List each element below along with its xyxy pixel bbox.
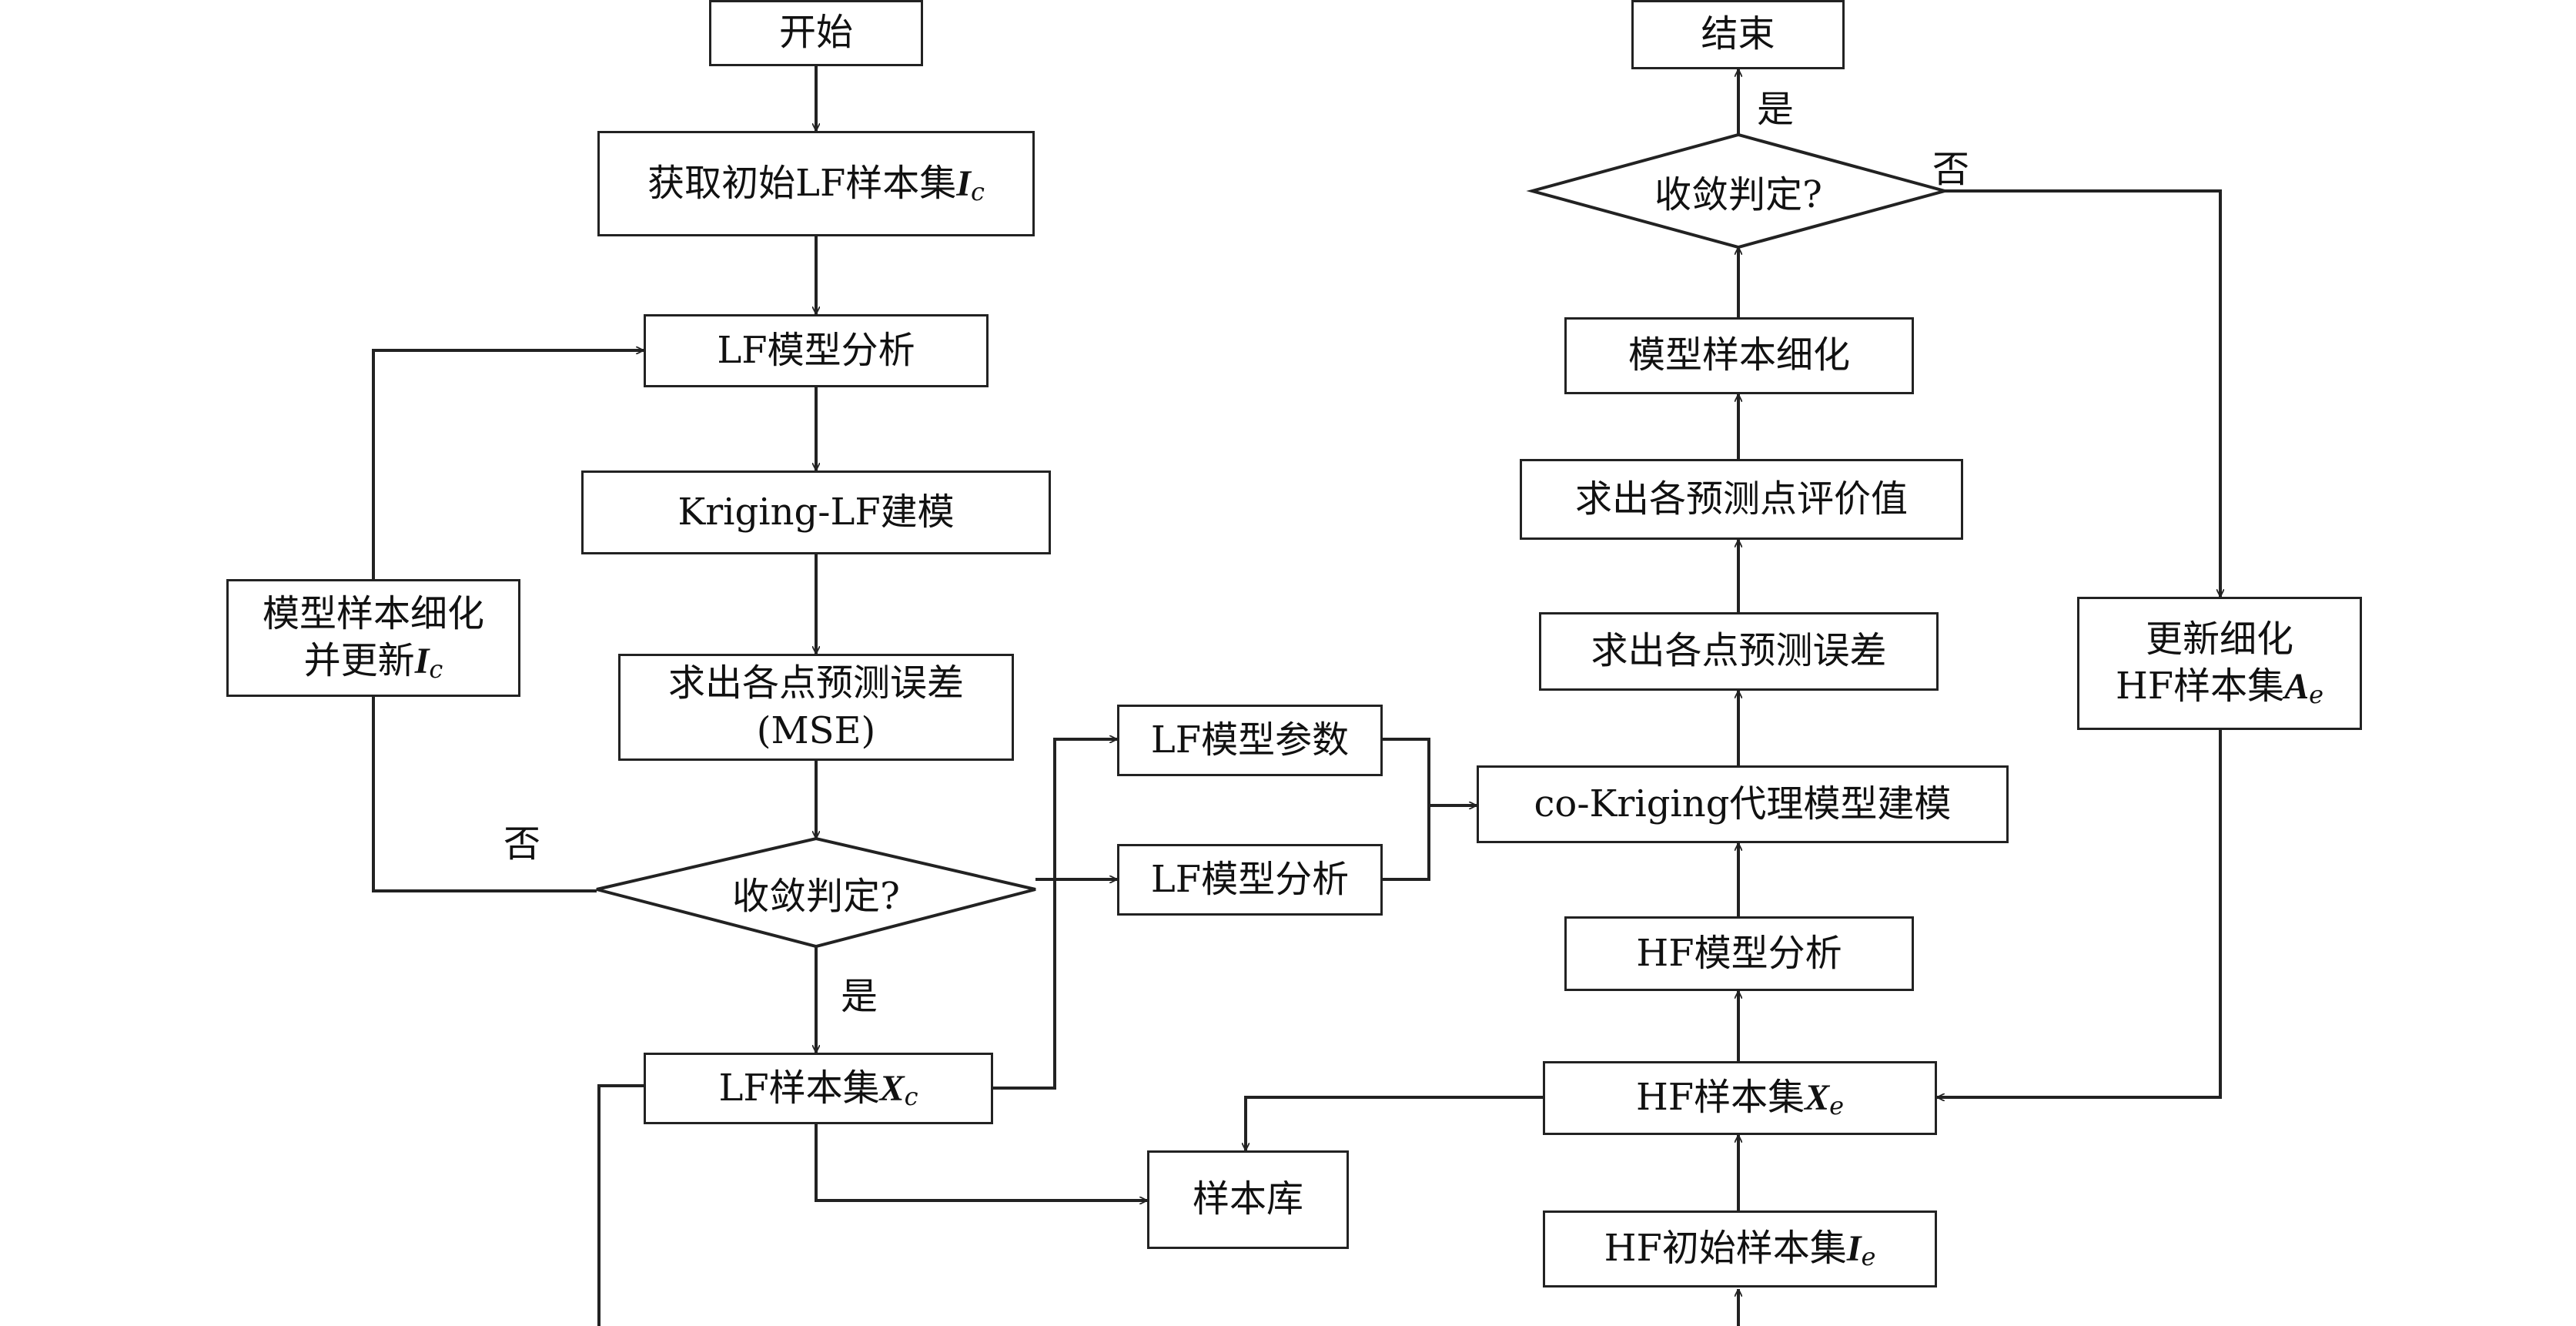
arrow-refine-to-lf-analysis	[372, 350, 644, 579]
get-initial-lf-box: 获取初始LF样本集Ic	[597, 131, 1035, 236]
arrow-hf-set-to-sample-lib	[1246, 1096, 1543, 1150]
lf-yes-label: 是	[841, 975, 878, 1018]
lf-mse-label: 求出各点预测误差(MSE)	[667, 661, 964, 752]
lf-params-label: LF模型参数	[1150, 718, 1350, 762]
hf-initial-box: HF初始样本集Ie	[1543, 1210, 1937, 1287]
end-label: 结束	[1701, 12, 1775, 56]
arrow-params-to-cokriging	[1383, 738, 1477, 805]
arrow-lf-set-to-sample-lib	[815, 1124, 1147, 1200]
end-box: 结束	[1631, 0, 1845, 69]
arrow-update-to-hf-set	[1937, 730, 2222, 1097]
lf-refine-box: 模型样本细化并更新Ic	[226, 579, 520, 697]
hf-yes-label: 是	[1757, 88, 1795, 131]
hf-refine-label: 模型样本细化	[1628, 333, 1850, 377]
lf-sample-set-label: LF样本集Xc	[718, 1066, 918, 1111]
get-initial-lf-label: 获取初始LF样本集Ic	[647, 161, 985, 206]
lf-sample-set-box: LF样本集Xc	[644, 1053, 993, 1124]
hf-analysis-label: HF模型分析	[1636, 931, 1842, 975]
lf-analysis-2-label: LF模型分析	[1150, 857, 1350, 901]
lf-no-label: 否	[503, 822, 541, 866]
arrow-lf-set-to-params	[993, 739, 1117, 1090]
arrow-lf-analysis-2-to-cokriging	[1383, 805, 1430, 881]
hf-sample-set-label: HF样本集Xe	[1635, 1076, 1845, 1121]
hf-errors-label: 求出各点预测误差	[1591, 629, 1887, 673]
sample-lib-label: 样本库	[1192, 1177, 1303, 1221]
start-label: 开始	[778, 11, 853, 55]
hf-no-label: 否	[1932, 148, 1970, 191]
arrow-lf-no-to-refine	[372, 697, 597, 892]
lf-analysis-2-box: LF模型分析	[1117, 844, 1383, 916]
kriging-lf-label: Kriging-LF建模	[677, 490, 955, 534]
lf-analysis-box: LF模型分析	[644, 314, 989, 387]
hf-initial-label: HF初始样本集Ie	[1604, 1227, 1876, 1272]
lf-params-box: LF模型参数	[1117, 705, 1383, 776]
lf-mse-box: 求出各点预测误差(MSE)	[618, 654, 1014, 761]
lf-converge-diamond	[596, 836, 1036, 949]
sample-lib-box: 样本库	[1147, 1150, 1349, 1249]
hf-analysis-box: HF模型分析	[1564, 916, 1914, 991]
cokriging-box: co-Kriging代理模型建模	[1477, 765, 2009, 843]
lf-converge-text: 收敛判定?	[732, 875, 900, 918]
hf-converge-text: 收敛判定?	[1654, 173, 1822, 216]
kriging-lf-box: Kriging-LF建模	[581, 470, 1051, 554]
hf-refine-box: 模型样本细化	[1564, 317, 1914, 394]
lf-analysis-label: LF模型分析	[717, 328, 915, 372]
hf-sample-set-box: HF样本集Xe	[1543, 1061, 1937, 1135]
start-box: 开始	[709, 0, 923, 66]
hf-errors-box: 求出各点预测误差	[1539, 612, 1939, 691]
lf-refine-label: 模型样本细化并更新Ic	[262, 591, 484, 685]
arrow-hf-no-to-update	[1945, 189, 2220, 597]
cokriging-label: co-Kriging代理模型建模	[1534, 782, 1952, 825]
arrow-lf-set-to-hf	[597, 1084, 1738, 1326]
hf-eval-label: 求出各预测点评价值	[1574, 477, 1908, 521]
hf-eval-box: 求出各预测点评价值	[1520, 459, 1963, 540]
